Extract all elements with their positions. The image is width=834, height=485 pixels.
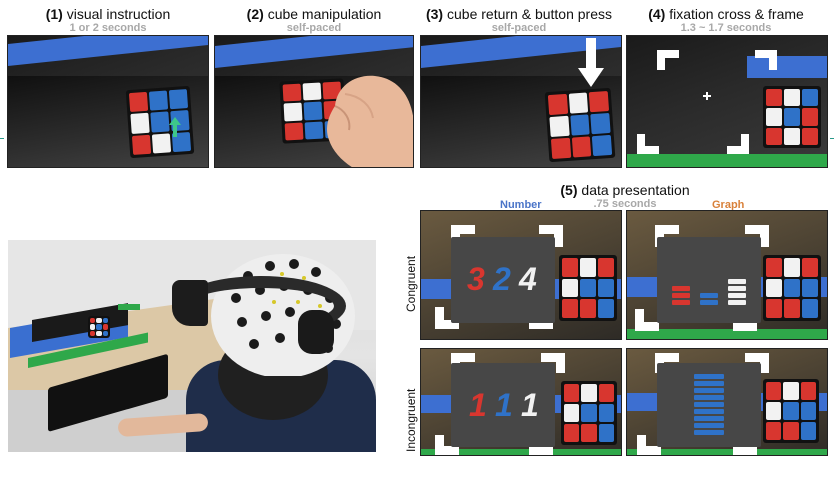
cell-incongruent-number: 1 1 1	[420, 348, 622, 456]
bar-graph-incongruent	[657, 363, 761, 447]
tape-green	[421, 449, 621, 455]
step2-title: (2) cube manipulation	[246, 6, 382, 22]
graph-bar-unit	[694, 388, 724, 393]
graph-bar-unit	[694, 374, 724, 379]
tape-green-right	[118, 304, 140, 310]
frame-corner-br	[727, 134, 749, 154]
bar-graph-congruent	[657, 237, 761, 323]
frame-corner-tl	[657, 50, 679, 70]
frame-corner-tl	[655, 225, 679, 247]
step5-title: (5) data presentation	[560, 182, 690, 198]
row-label-incongruent: Incongruent	[404, 388, 418, 452]
digit-2: 2	[493, 261, 511, 297]
rubiks-cube	[763, 255, 821, 321]
frame-corner-bl	[435, 435, 459, 455]
graph-bar-unit	[694, 430, 724, 435]
fixation-cross-icon	[703, 92, 711, 100]
graph-bar-unit	[728, 286, 746, 291]
hand-icon	[327, 75, 413, 167]
graph-bar-unit	[672, 286, 690, 291]
step3-title: (3) cube return & button press	[425, 6, 612, 22]
step4-title: (4) fixation cross & frame	[648, 6, 804, 22]
frame-corner-tr	[755, 50, 777, 70]
row-label-congruent: Congruent	[404, 255, 418, 312]
graph-bar-unit	[728, 293, 746, 298]
tape-green	[627, 329, 827, 339]
step1-title: (1) visual instruction	[45, 6, 171, 22]
column-label-number: Number	[500, 199, 542, 211]
column-label-graph: Graph	[712, 199, 745, 211]
graph-bar-unit	[694, 402, 724, 407]
setup-photo	[8, 240, 376, 452]
left-edge-mark	[0, 138, 4, 139]
rubiks-cube	[88, 316, 110, 338]
graph-bar-unit	[700, 300, 718, 305]
graph-bar-unit	[694, 395, 724, 400]
frame-corner-bl	[435, 307, 459, 329]
rubiks-cube	[763, 379, 819, 443]
tape-blue	[747, 56, 827, 78]
digit-3: 4	[519, 261, 537, 297]
arrow-up-icon	[169, 117, 181, 137]
right-edge-mark	[830, 138, 834, 139]
rubiks-cube	[559, 255, 617, 321]
rubiks-cube	[544, 87, 616, 163]
step2-photo	[214, 35, 414, 168]
cell-congruent-number: 3 2 4	[420, 210, 622, 340]
frame-corner-tr	[541, 353, 565, 373]
graph-bar-unit	[694, 423, 724, 428]
tape-blue	[215, 36, 413, 68]
stimulus-board	[451, 363, 555, 447]
step1-photo	[7, 35, 209, 168]
step3-timing: self-paced	[491, 22, 547, 34]
frame-corner-bl	[637, 435, 661, 455]
frame-corner-bl	[635, 309, 659, 331]
arrow-down-icon	[578, 38, 604, 87]
tape-green	[627, 154, 827, 167]
headset-visor	[172, 280, 208, 326]
tape-green	[627, 449, 827, 455]
digit-1: 1	[469, 387, 487, 423]
tape-blue	[8, 36, 208, 66]
stimulus-board	[451, 237, 555, 323]
graph-bar-unit	[694, 381, 724, 386]
frame-corner-tr	[745, 225, 769, 247]
frame-corner-tr	[745, 353, 769, 373]
rubiks-cube	[561, 381, 617, 445]
frame-corner-bl	[637, 134, 659, 154]
graph-bar-unit	[728, 279, 746, 284]
digit-3: 1	[521, 387, 539, 423]
graph-bar-unit	[728, 300, 746, 305]
rubiks-cube	[125, 85, 195, 159]
step1-timing: 1 or 2 seconds	[69, 22, 147, 34]
frame-corner-tl	[451, 225, 475, 247]
ear-pad	[298, 310, 334, 354]
step4-timing: 1.3 ~ 1.7 seconds	[680, 22, 772, 34]
graph-bar-unit	[672, 300, 690, 305]
graph-bar-unit	[672, 293, 690, 298]
graph-bar-unit	[700, 293, 718, 298]
step5-timing: .75 seconds	[593, 198, 657, 210]
cell-congruent-graph	[626, 210, 828, 340]
digit-1: 3	[467, 261, 485, 297]
frame-corner-tr	[539, 225, 563, 247]
step4-photo	[626, 35, 828, 168]
step2-timing: self-paced	[286, 22, 342, 34]
rubiks-cube	[763, 86, 821, 148]
digit-2: 1	[495, 387, 513, 423]
graph-bar-unit	[694, 409, 724, 414]
cell-incongruent-graph	[626, 348, 828, 456]
graph-bar-unit	[694, 416, 724, 421]
step3-photo	[420, 35, 622, 168]
